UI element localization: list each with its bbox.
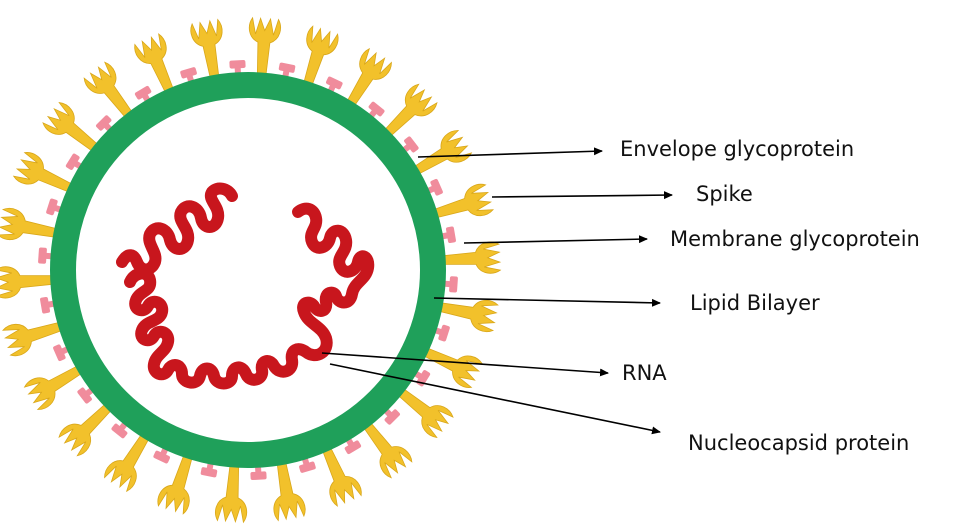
spike-protein — [190, 18, 223, 84]
spike-protein — [343, 47, 392, 111]
spike-proteins — [0, 16, 502, 524]
spike-protein — [428, 183, 494, 220]
spike-protein — [320, 441, 362, 507]
arrow-rna — [321, 352, 609, 377]
spike-protein — [134, 33, 176, 99]
spike-protein — [380, 83, 438, 141]
spike-protein — [437, 241, 502, 274]
spike-protein — [215, 458, 248, 524]
spike-protein — [157, 449, 195, 515]
arrow-envelope-glycoprotein — [417, 147, 603, 158]
spike-protein — [0, 207, 63, 241]
label-nucleocapsid-protein: Nucleocapsid protein — [688, 431, 909, 455]
spike-protein — [248, 16, 281, 82]
spike-protein — [273, 456, 306, 522]
arrow-spike — [491, 191, 673, 200]
spike-protein — [301, 25, 339, 91]
arrow-membrane-glycoprotein — [463, 235, 648, 244]
spike-protein — [83, 61, 136, 123]
label-rna: RNA — [622, 361, 667, 385]
label-spike: Spike — [696, 182, 753, 206]
spike-protein — [408, 130, 473, 178]
spike-protein — [58, 399, 116, 457]
label-membrane-glycoprotein: Membrane glycoprotein — [670, 227, 920, 251]
rna-strand-left — [116, 182, 238, 276]
lipid-bilayer-ring — [50, 72, 446, 468]
spike-protein — [104, 429, 153, 493]
arrow-nucleocapsid-protein — [329, 363, 661, 435]
spike-protein — [418, 345, 484, 388]
arrow-lipid-bilayer — [433, 297, 661, 307]
spike-protein — [2, 320, 68, 357]
spike-protein — [0, 266, 59, 299]
spike-protein — [393, 384, 454, 438]
label-envelope-glycoprotein: Envelope glycoprotein — [620, 137, 854, 161]
rna-strand-right — [124, 202, 375, 390]
spike-protein — [12, 152, 78, 195]
spike-protein — [42, 102, 103, 156]
label-lipid-bilayer: Lipid Bilayer — [690, 291, 820, 315]
spike-protein — [23, 362, 88, 410]
spike-protein — [360, 417, 413, 479]
spike-protein — [433, 299, 499, 333]
